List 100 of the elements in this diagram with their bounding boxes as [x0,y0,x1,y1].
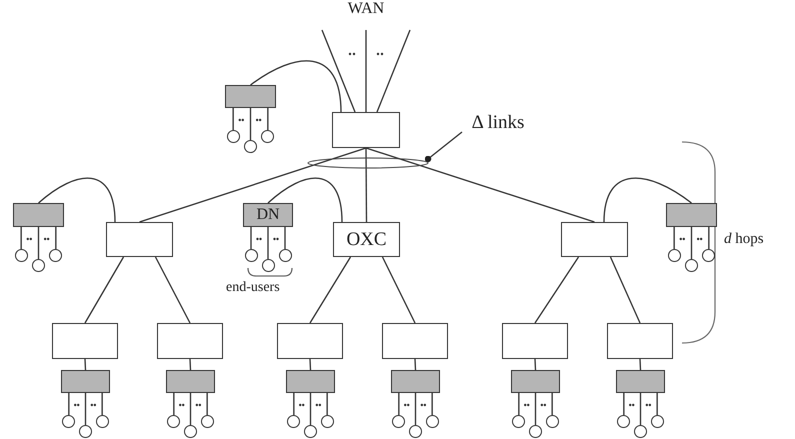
access-node-box [391,370,440,393]
end-user-circle [320,415,334,428]
switch-box: OXC [333,222,400,257]
link-line [552,393,553,415]
access-node-box [61,370,110,393]
end-user-circle [261,130,274,143]
link-line [382,256,416,324]
link-line [321,30,356,112]
end-user-circle [512,415,526,428]
link-line [55,227,56,249]
link-line [284,227,286,249]
link-line [414,358,416,370]
link-line [206,393,208,415]
link-line [20,227,22,249]
link-line [326,393,328,415]
access-node-box [13,203,64,227]
link-line [173,393,174,415]
link-line [376,30,411,112]
link-line [623,393,624,415]
switch-box [607,323,673,359]
switch-box [277,323,343,359]
end-user-circle [685,259,698,272]
annotation-label: d hops [724,231,764,248]
link-line [267,108,268,130]
link-line [674,227,675,249]
link-line [250,60,342,112]
link-line [190,393,192,425]
end-user-circle [392,415,406,428]
end-user-circle [226,130,240,143]
link-line [365,148,368,222]
link-line [366,147,595,223]
link-line [708,227,710,249]
switch-box [382,323,448,359]
link-line [309,256,352,324]
link-line [84,256,124,324]
leader-line [424,132,462,162]
access-node-box [286,370,335,393]
link-line [534,393,536,425]
link-line [309,358,312,370]
link-line [365,30,367,112]
end-user-circle [96,415,109,428]
link-line [432,393,433,415]
end-user-circle [617,415,630,428]
access-node-box [166,370,215,393]
callout-label: Δ links [462,112,534,134]
access-node-box [616,370,665,393]
link-line [518,393,520,415]
end-user-circle [244,140,257,153]
link-line [232,108,234,130]
access-node-box: DN [243,203,293,227]
link-line [38,178,116,222]
link-line [68,393,70,415]
link-line [414,393,416,425]
switch-box [106,222,173,257]
end-user-circle [304,425,317,438]
end-user-circle [529,425,542,438]
link-line [398,393,400,415]
link-line [84,393,86,425]
end-user-circle [668,249,681,262]
link-line [610,256,641,324]
link-line [154,256,191,324]
link-line [603,178,692,222]
end-user-circle [702,249,716,262]
end-user-circle [79,425,92,438]
link-line [640,393,642,425]
link-line [267,227,269,259]
link-line [534,358,536,370]
end-user-circle [184,425,197,438]
link-line [84,358,86,370]
end-user-circle [287,415,300,428]
network-label: WAN [300,0,432,30]
access-node-box [225,85,276,108]
link-line [250,108,252,140]
end-user-circle [546,415,559,428]
end-user-circle [650,415,664,428]
switch-box [157,323,223,359]
switch-box [332,112,400,148]
end-user-circle [14,249,28,262]
end-user-circle [409,425,422,438]
link-line [310,393,312,425]
link-line [534,256,580,324]
link-line [139,147,366,223]
link-line [639,358,642,370]
link-line [189,358,192,370]
switch-box [561,222,628,257]
link-line [656,393,658,415]
switch-box [52,323,118,359]
link-line [268,178,343,222]
link-line [293,393,294,415]
end-user-circle [167,415,180,428]
end-user-circle [32,259,45,272]
link-line [690,227,692,259]
end-user-circle [426,415,439,428]
end-user-circle [244,249,258,262]
end-user-circle [49,249,62,262]
annotation-label: end-users [226,280,280,296]
link-line [102,393,103,415]
access-node-box [511,370,560,393]
end-user-circle [278,249,292,262]
end-user-circle [634,425,647,438]
